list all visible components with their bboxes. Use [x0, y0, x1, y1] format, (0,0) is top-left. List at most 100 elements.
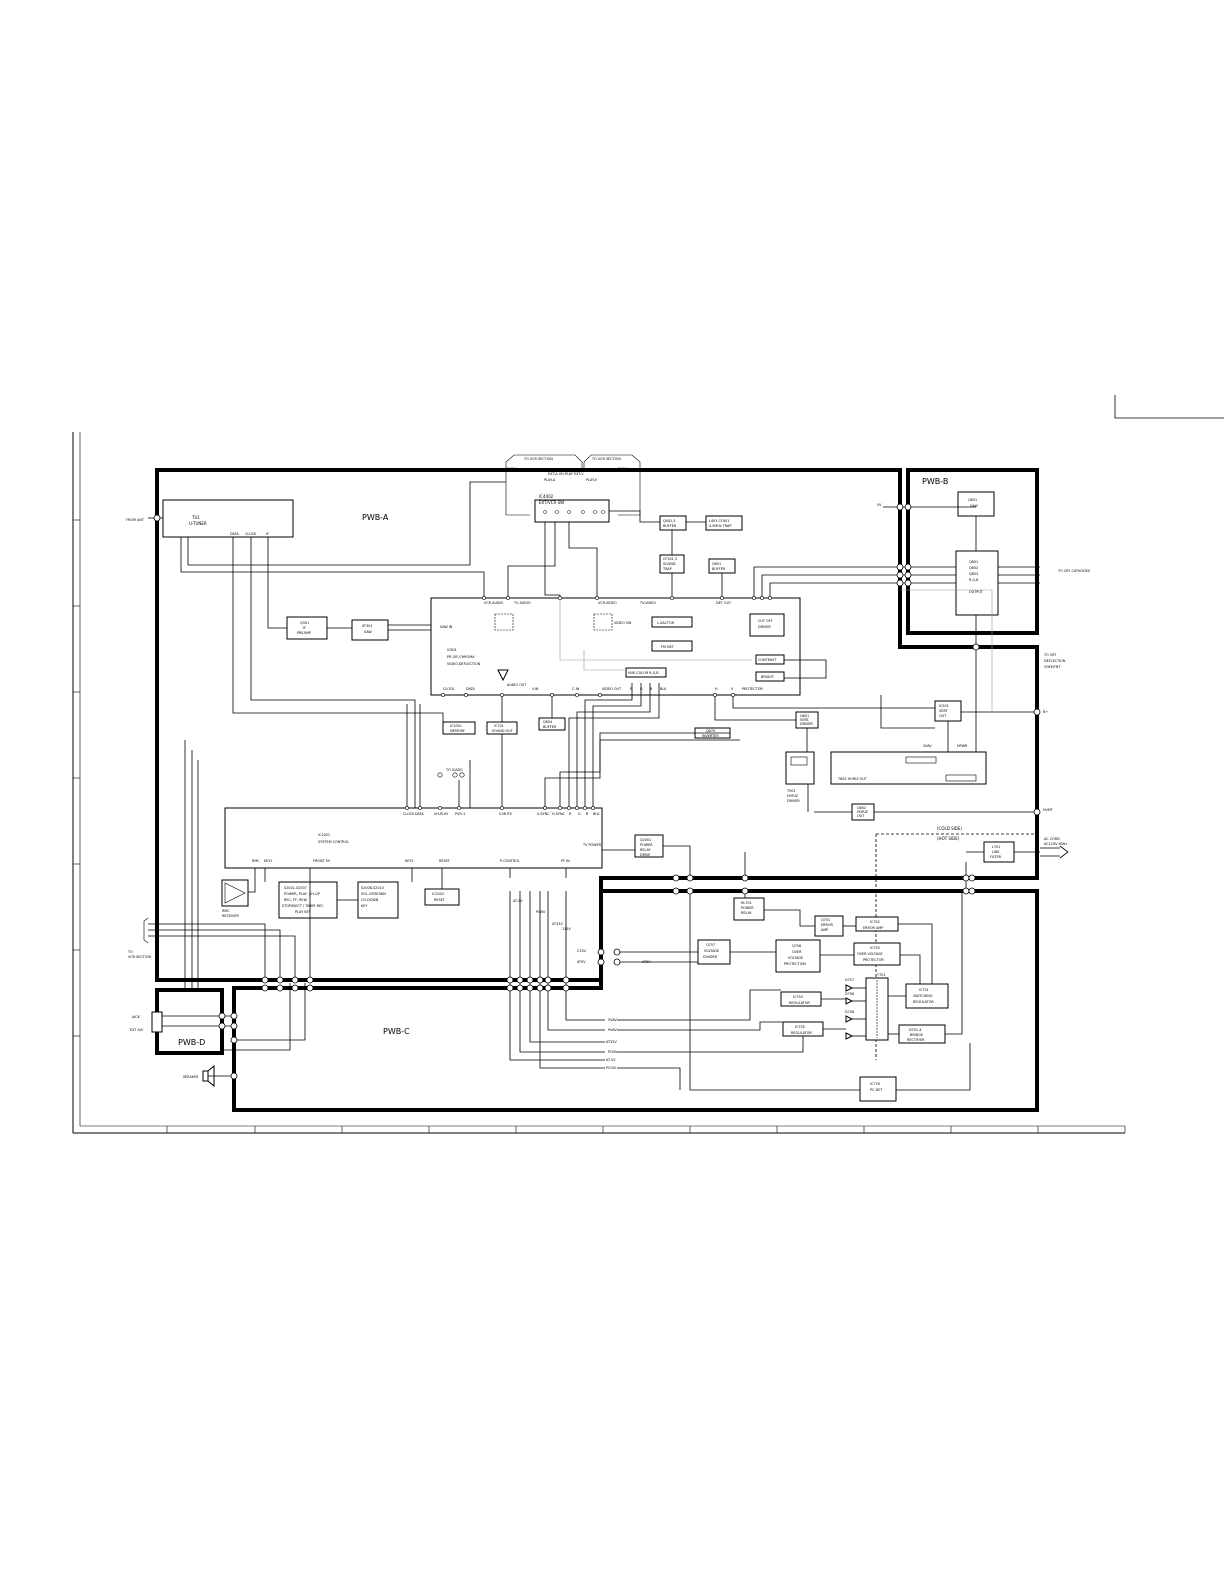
- svg-text:AT-5V: AT-5V: [606, 1058, 616, 1062]
- svg-text:SOUND: SOUND: [663, 562, 676, 566]
- svg-text:S2008-S2010: S2008-S2010: [361, 886, 384, 890]
- svg-text:D757: D757: [845, 978, 854, 982]
- svg-text:RELAY: RELAY: [741, 911, 753, 915]
- svg-text:HPWR: HPWR: [957, 744, 968, 748]
- tuner-block: TU1 U-TUNER DATA CLOCK IF: [162, 499, 294, 538]
- ic776-block: IC776 PC-DET: [859, 1076, 897, 1102]
- svg-text:VCR AUDIO: VCR AUDIO: [484, 601, 504, 605]
- svg-text:Q853: Q853: [969, 572, 978, 576]
- svg-text:HORIZ: HORIZ: [857, 810, 869, 814]
- svg-text:PROTECTOR: PROTECTOR: [863, 958, 884, 962]
- to-crt-label: TO CRT CATHODES: [1057, 569, 1090, 573]
- sf301-block: SF301 SAW: [351, 619, 389, 641]
- svg-text:IC750: IC750: [793, 995, 803, 999]
- svg-text:SF301: SF301: [362, 624, 373, 628]
- svg-text:RMC: RMC: [222, 909, 230, 913]
- q751-block: Q751 ERROR AMP: [814, 915, 844, 937]
- svg-text:115V: 115V: [562, 927, 571, 931]
- svg-text:MEMORY: MEMORY: [450, 729, 466, 733]
- svg-text:BLK: BLK: [593, 812, 600, 816]
- pvfl-right: PVFL1: [618, 467, 628, 471]
- svg-text:PF IN: PF IN: [561, 859, 570, 863]
- q756-block: Q756 OVER VOLTAGE PROTECTION: [775, 939, 821, 973]
- svg-text:B: B: [650, 687, 653, 691]
- q851-block: Q851 SAW: [957, 491, 995, 517]
- ic701-block: IC701 SOUND OUT: [486, 721, 518, 735]
- svg-text:D758: D758: [845, 1010, 854, 1014]
- svg-text:R: R: [630, 687, 633, 691]
- svg-text:PIF,SIF,CHROMA: PIF,SIF,CHROMA: [447, 655, 475, 659]
- svg-text:REGULATOR: REGULATOR: [913, 1000, 934, 1004]
- svg-text:PREAMP: PREAMP: [297, 631, 311, 635]
- svg-text:TO CRT: TO CRT: [1043, 653, 1057, 657]
- ic752-block: IC752 ERROR AMP: [855, 916, 899, 932]
- svg-text:PLAY KEY: PLAY KEY: [295, 910, 312, 914]
- svg-text:EXT/VCR SW: EXT/VCR SW: [539, 500, 564, 505]
- svg-text:RMC: RMC: [252, 859, 260, 863]
- svg-text:G: G: [578, 812, 581, 816]
- keys2-block: S2008-S2010 VOL-UP/DOWN CH-DOWN KEY: [357, 881, 399, 919]
- svg-text:Q301: Q301: [300, 621, 309, 625]
- svg-text:PCNV: PCNV: [608, 1050, 618, 1054]
- svg-text:IC751: IC751: [919, 988, 929, 992]
- svg-text:CLOCK: CLOCK: [443, 687, 455, 691]
- svg-text:Q851: Q851: [968, 498, 977, 502]
- hue-block: HUE,COLOR R,G,B: [625, 667, 667, 678]
- svg-text:R,G,B: R,G,B: [969, 578, 979, 582]
- svg-text:Q870: Q870: [706, 729, 715, 733]
- svg-text:IF: IF: [303, 626, 306, 630]
- pvfl-left: PVFL1: [507, 467, 517, 471]
- l701-block: L701 LINE FILTER: [983, 841, 1015, 863]
- svg-text:VERT: VERT: [939, 709, 949, 713]
- svg-text:IF: IF: [266, 532, 269, 536]
- svg-text:C-IN: C-IN: [572, 687, 580, 691]
- rl701-block: RL701 POWER RELAY: [733, 897, 765, 921]
- svg-text:S2001-S2007: S2001-S2007: [284, 886, 307, 890]
- svg-text:TRAP: TRAP: [662, 567, 672, 571]
- svg-text:TO: TO: [127, 950, 133, 954]
- svg-text:BLK: BLK: [660, 687, 667, 691]
- audio-sw: [494, 613, 514, 631]
- svg-text:EXT A/V: EXT A/V: [130, 1028, 144, 1032]
- ic755-block: IC755 REGULATOR: [782, 1021, 824, 1037]
- svg-text:IC752: IC752: [870, 920, 880, 924]
- plug-icon: [1040, 845, 1069, 859]
- contrast-block: CONTRAST: [755, 654, 785, 665]
- svg-text:PCON: PCON: [606, 1066, 616, 1070]
- svg-text:Q601: Q601: [800, 714, 809, 718]
- svg-text:HVMT: HVMT: [1043, 808, 1054, 812]
- svg-text:Q851: Q851: [969, 560, 978, 564]
- svg-text:DATA: DATA: [466, 687, 475, 691]
- svg-text:FM DET: FM DET: [661, 645, 675, 649]
- to-vcr-left-connector: TO VCR SECTION: [127, 917, 152, 959]
- svg-text:CF301,3: CF301,3: [663, 557, 677, 561]
- svg-text:KEY: KEY: [361, 904, 368, 908]
- svg-text:CUT OFF: CUT OFF: [758, 619, 773, 623]
- svg-text:REC, FF, REW: REC, FF, REW: [284, 898, 308, 902]
- svg-text:DRIVE: DRIVE: [640, 853, 650, 857]
- pwb-d-label: PWB-D: [178, 1038, 205, 1047]
- svg-text:OUTPUT: OUTPUT: [969, 590, 984, 594]
- d701-block: D701-4 BRIDGE RECTIFIER: [898, 1024, 946, 1044]
- svg-text:TV-VIDEO: TV-VIDEO: [639, 601, 656, 605]
- svg-text:DIVIDER: DIVIDER: [703, 955, 718, 959]
- svg-text:Q757: Q757: [706, 943, 715, 947]
- svg-text:BRIGHT: BRIGHT: [761, 675, 775, 679]
- svg-text:B: B: [586, 812, 589, 816]
- l401-block: L401 CF401 4.5MHz TRAP: [705, 515, 743, 531]
- svg-text:VOLTAGE: VOLTAGE: [704, 949, 719, 953]
- svg-text:L701: L701: [992, 845, 1000, 849]
- cold-side-label: (COLD SIDE): [937, 826, 962, 831]
- svg-text:D756: D756: [845, 992, 854, 996]
- play-v-label: PLAY-V: [586, 478, 598, 482]
- q601-vert-block: Q601 VERT. DRIVER: [795, 711, 819, 729]
- svg-text:BRIDGE: BRIDGE: [910, 1033, 923, 1037]
- svg-text:IC1001: IC1001: [318, 833, 330, 837]
- keys1-block: S2001-S2007 POWER, PLAY, CH-UP REC, FF, …: [278, 881, 338, 919]
- svg-text:JACK: JACK: [131, 1015, 141, 1019]
- memory-block: IC1001 MEMORY: [442, 721, 476, 735]
- t701-transformer: T701: [865, 973, 889, 1041]
- svg-text:V-SYNC: V-SYNC: [537, 812, 550, 816]
- svg-text:RECEIVER: RECEIVER: [222, 914, 239, 918]
- svg-text:U-TUNER: U-TUNER: [189, 521, 207, 526]
